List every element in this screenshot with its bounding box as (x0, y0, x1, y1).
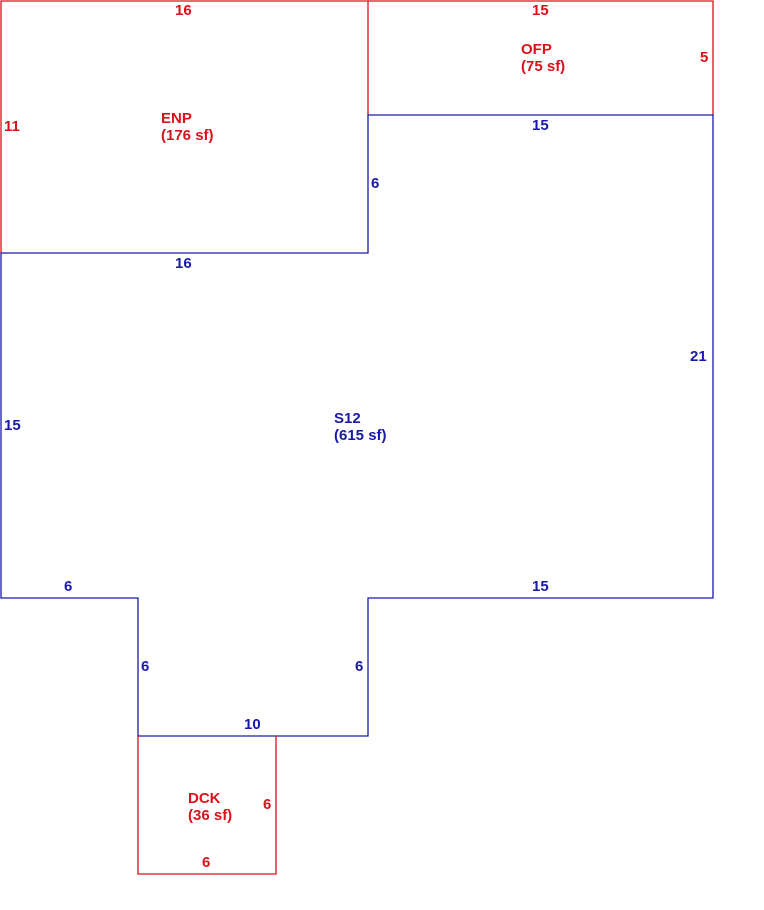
dck-outline (137, 736, 277, 875)
dck-area-label: DCK (36 sf) (188, 790, 232, 824)
ofp-code: OFP (521, 41, 552, 58)
ofp-right-dimension: 5 (700, 49, 709, 66)
s12-area-label: S12 (615 sf) (334, 410, 387, 444)
s12-left-dimension: 15 (4, 417, 21, 434)
s12-outline (0, 114, 714, 737)
dck-bottom-dimension: 6 (202, 854, 211, 871)
dck-area: (36 sf) (188, 807, 233, 824)
dck-code: DCK (188, 790, 221, 807)
enp-code: ENP (161, 110, 192, 127)
enp-top-dimension: 16 (175, 2, 192, 19)
ofp-area: (75 sf) (521, 58, 566, 75)
enp-outline (0, 0, 369, 253)
s12-bottom-right-dimension: 15 (532, 578, 549, 595)
enp-bottom-dimension: 16 (175, 255, 192, 272)
enp-left-dimension: 11 (4, 118, 20, 135)
ofp-area-label: OFP (75 sf) (521, 41, 565, 75)
enp-area-label: ENP (176 sf) (161, 110, 214, 144)
s12-bottom-left-dimension: 6 (64, 578, 73, 595)
ofp-outline (368, 0, 714, 115)
enp-area: (176 sf) (161, 127, 214, 144)
s12-notch-left-dimension: 6 (141, 658, 150, 675)
s12-step-dimension: 6 (371, 175, 380, 192)
s12-notch-bottom-dimension: 10 (244, 716, 261, 733)
s12-area: (615 sf) (334, 427, 387, 444)
dck-right-dimension: 6 (263, 796, 272, 813)
ofp-bottom-dimension: 15 (532, 117, 549, 134)
ofp-top-dimension: 15 (532, 2, 549, 19)
s12-right-dimension: 21 (690, 348, 707, 365)
s12-notch-right-dimension: 6 (355, 658, 364, 675)
s12-code: S12 (334, 410, 361, 427)
